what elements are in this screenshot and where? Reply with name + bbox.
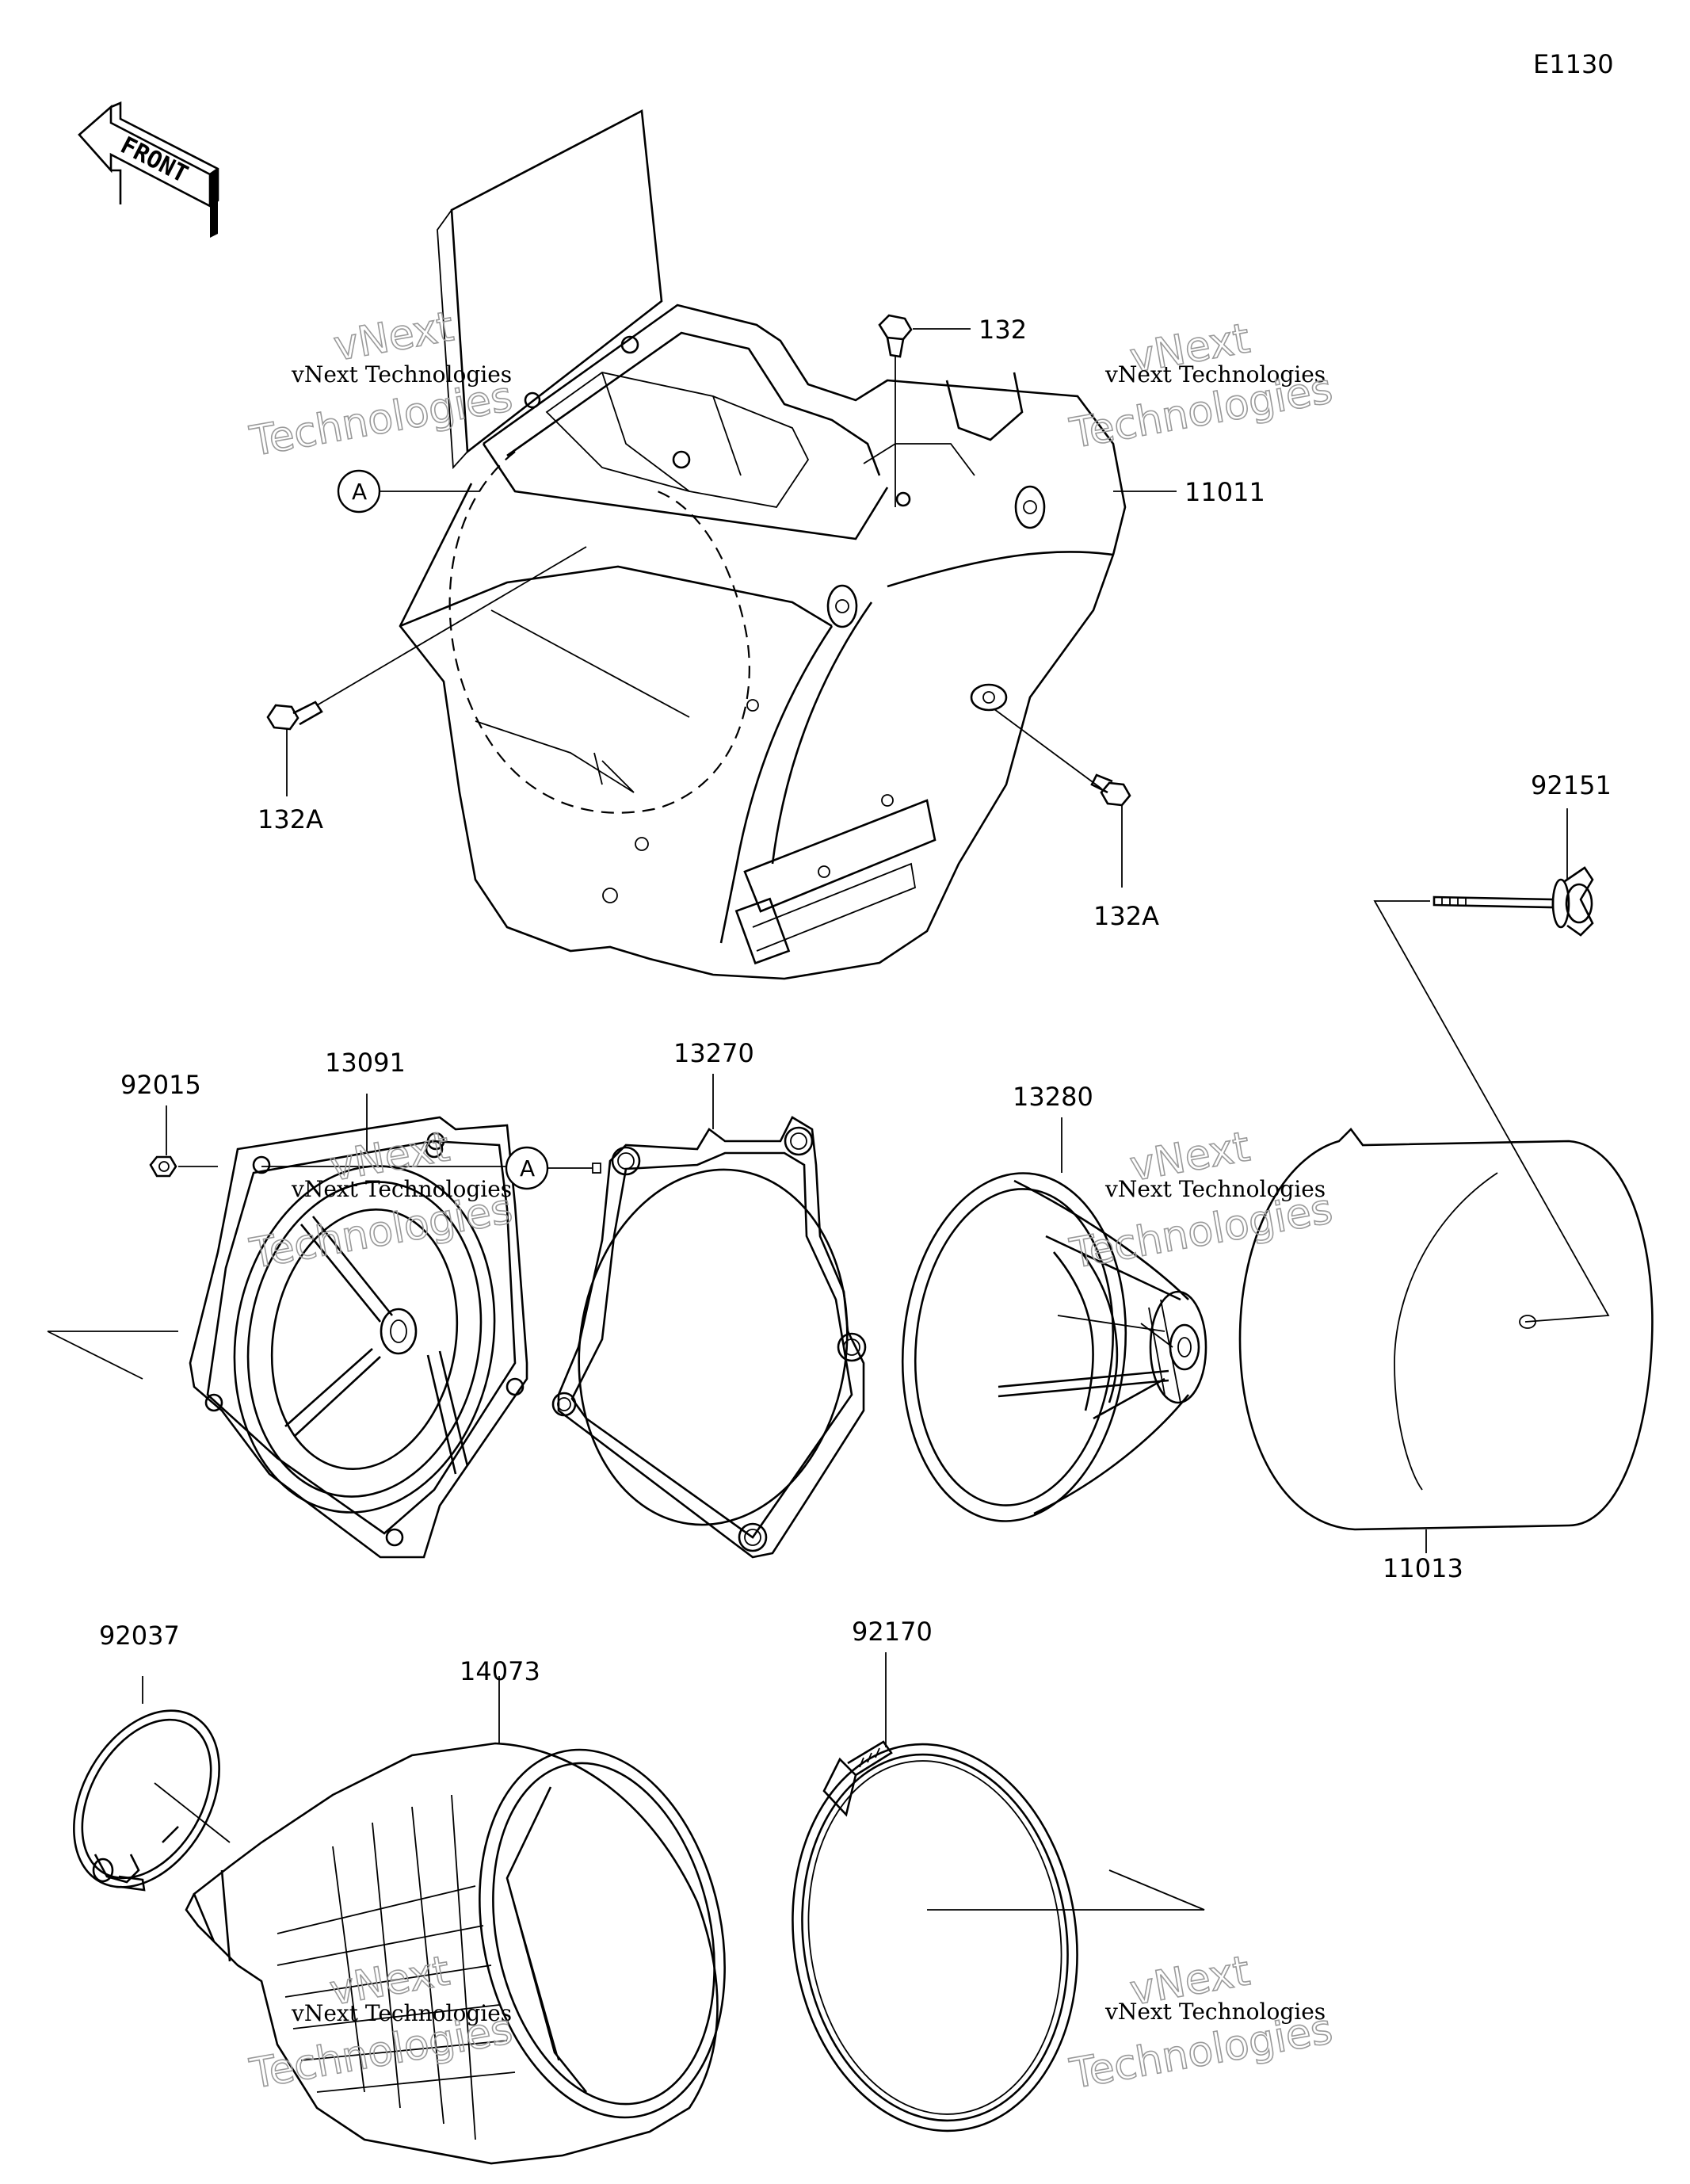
- ref-a-top: A: [337, 469, 479, 514]
- bolt-132-icon: [878, 314, 913, 507]
- wing-bolt-92151-icon: [1432, 808, 1594, 937]
- diagram-code: E1130: [1533, 49, 1614, 79]
- watermark-2: vNext vNext Technologies Technologies: [1066, 315, 1337, 459]
- cleaner-flange-13091: [189, 1094, 528, 1559]
- clamp-92037: [73, 1676, 231, 1892]
- ref-a-middle: A: [261, 1146, 601, 1190]
- watermark-4: vNext vNext Technologies Technologies: [1066, 1123, 1337, 1279]
- svg-text:vNext Technologies: vNext Technologies: [291, 361, 512, 388]
- ref-a-middle-label: A: [520, 1155, 535, 1182]
- part-number-13091: 13091: [325, 1048, 406, 1078]
- part-number-11013: 11013: [1383, 1553, 1463, 1583]
- front-label: FRONT: [116, 132, 192, 189]
- part-number-132: 132: [979, 315, 1027, 345]
- part-number-92170: 92170: [852, 1617, 933, 1647]
- svg-text:vNext Technologies: vNext Technologies: [291, 1176, 512, 1202]
- bolt-132a-left-icon: [266, 546, 587, 796]
- part-number-13270: 13270: [673, 1038, 754, 1068]
- part-number-92037: 92037: [99, 1621, 180, 1651]
- watermark-3: vNext vNext Technologies Technologies: [246, 1123, 517, 1279]
- part-number-13280: 13280: [1013, 1082, 1093, 1112]
- part-number-92015: 92015: [120, 1070, 201, 1100]
- watermark-1: vNext vNext Technologies Technologies: [246, 303, 517, 467]
- gasket-13270: [551, 1074, 867, 1559]
- clamp-92170: [792, 1652, 1205, 2132]
- filter-cage-13280: [901, 1117, 1207, 1522]
- filter-element-11013: [1238, 1128, 1654, 1553]
- watermark-6: vNext vNext Technologies Technologies: [1066, 1947, 1337, 2099]
- svg-text:vNext Technologies: vNext Technologies: [1104, 1999, 1326, 2025]
- part-number-14073: 14073: [460, 1656, 540, 1686]
- leader-arrow-left: [47, 1331, 178, 1380]
- air-cleaner-housing: [399, 109, 1127, 980]
- nut-92015-icon: [149, 1105, 218, 1178]
- leader-92151: [1373, 900, 1610, 1323]
- svg-text:vNext: vNext: [330, 303, 457, 370]
- bolt-132a-right-icon: [994, 708, 1131, 888]
- svg-text:vNext Technologies: vNext Technologies: [1104, 1176, 1326, 1202]
- svg-text:vNext Technologies: vNext Technologies: [1104, 361, 1326, 388]
- front-arrow-icon: FRONT: [78, 101, 219, 238]
- inlet-duct-14073: [185, 1676, 726, 2165]
- part-number-92151: 92151: [1531, 770, 1612, 800]
- part-number-132a-left: 132A: [258, 804, 323, 834]
- ref-a-top-label: A: [352, 479, 367, 505]
- part-number-132a-right: 132A: [1093, 901, 1159, 931]
- part-number-11011: 11011: [1185, 477, 1265, 507]
- svg-text:vNext Technologies: vNext Technologies: [291, 2000, 512, 2026]
